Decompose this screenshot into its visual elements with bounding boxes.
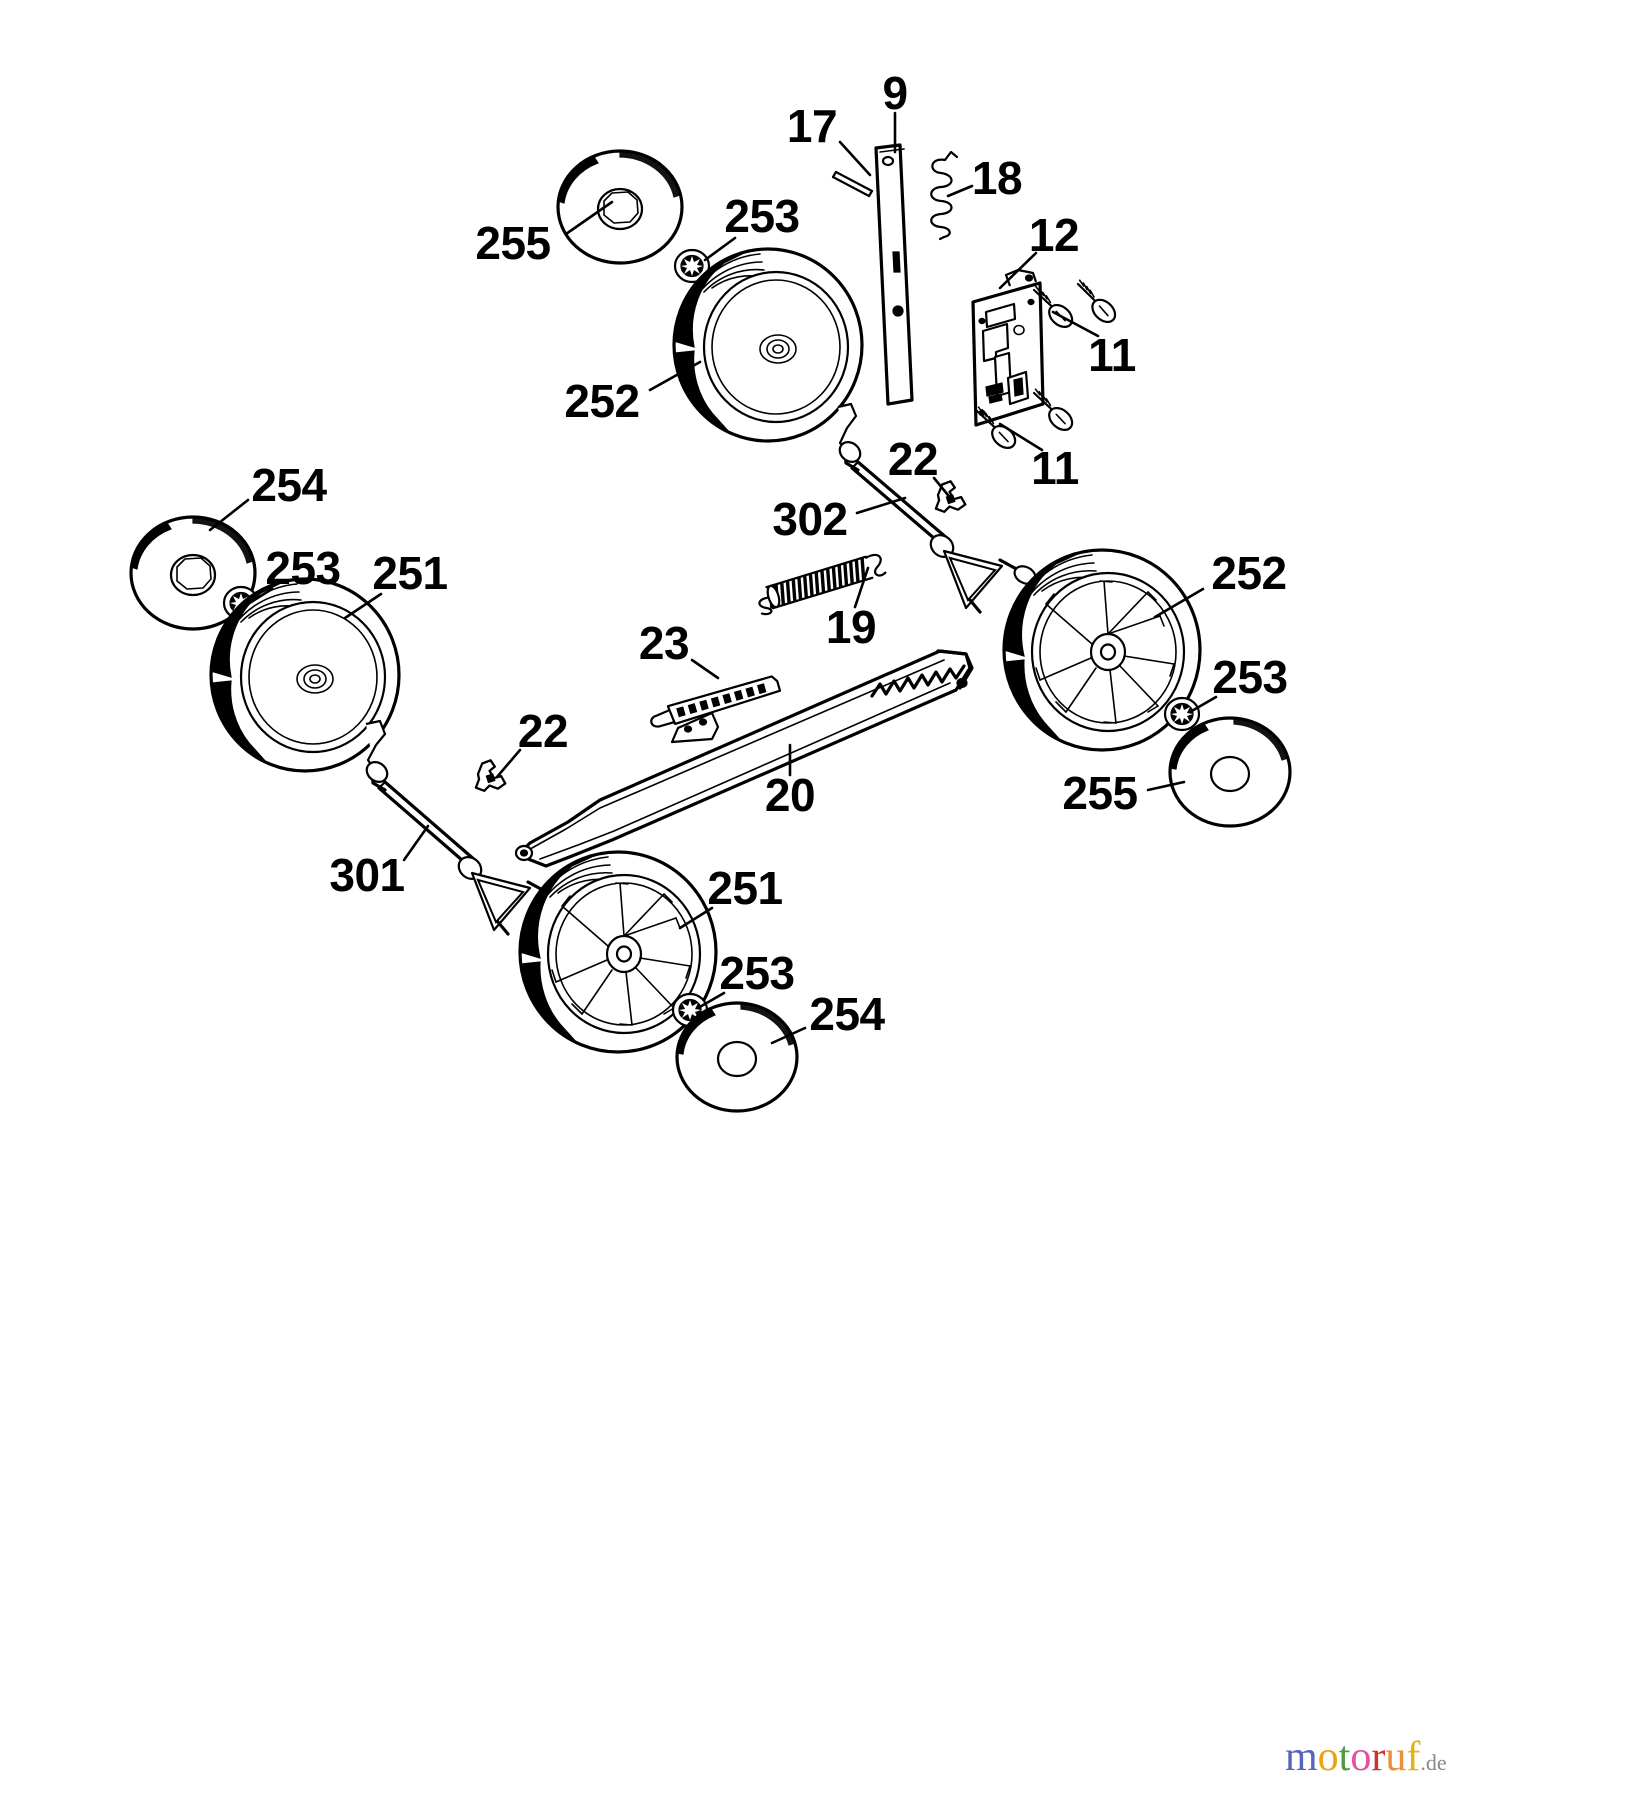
part-20-ratchet-lever [514,649,974,868]
part-301-front-axle-rod [365,719,565,936]
callout-254-top[interactable]: 254 [251,459,327,511]
part-11-screw-upper [1070,278,1125,330]
motoruf-watermark: motoruf.de [1285,1736,1447,1778]
part-17-roll-pin [831,170,874,198]
part-255-hub-cap-right [1168,716,1292,828]
callout-253-top[interactable]: 253 [724,190,800,242]
watermark-letter-f: f [1406,1734,1421,1780]
callout-301[interactable]: 301 [329,849,405,901]
callout-leader-lines [208,111,1218,1045]
callout-23[interactable]: 23 [638,617,690,669]
callout-22-low[interactable]: 22 [517,705,569,757]
callout-18[interactable]: 18 [971,152,1023,204]
part-12-bracket-plate [971,268,1045,427]
callout-11-top[interactable]: 11 [1088,329,1136,381]
callout-302[interactable]: 302 [772,493,848,545]
part-19-extension-spring [758,553,887,616]
callout-255-right[interactable]: 255 [1062,767,1138,819]
callout-255-top[interactable]: 255 [475,217,551,269]
part-254-hub-cap-bottom [675,1001,799,1113]
callout-9[interactable]: 9 [882,67,908,119]
part-302-rear-axle-rod [837,402,1037,614]
callout-20[interactable]: 20 [764,769,816,821]
part-23-notched-link-bar [650,675,782,728]
part-252-wheel-top [672,247,864,443]
watermark-letter-o2: o [1350,1734,1372,1780]
watermark-letter-m: m [1285,1734,1318,1780]
callout-11-bottom[interactable]: 11 [1031,442,1079,494]
callout-251-bottom[interactable]: 251 [707,862,783,914]
watermark-letter-r: r [1371,1734,1386,1780]
part-253-nut-right [1163,696,1201,732]
callout-17[interactable]: 17 [786,100,838,152]
part-9-lever-bar [874,143,914,406]
callout-253-mid[interactable]: 253 [265,542,341,594]
part-18-torsion-spring [930,150,959,241]
callout-254-bottom[interactable]: 254 [809,988,885,1040]
callout-252-right[interactable]: 252 [1211,547,1287,599]
part-22-clip-lower [474,759,507,792]
callout-253-right[interactable]: 253 [1212,651,1288,703]
callout-251-mid[interactable]: 251 [372,547,448,599]
callout-253-bottom[interactable]: 253 [719,947,795,999]
watermark-letter-u: u [1385,1734,1407,1780]
callout-12[interactable]: 12 [1028,209,1080,261]
callout-252-top[interactable]: 252 [564,375,640,427]
watermark-letter-t: t [1338,1734,1351,1780]
part-255-hub-cap-top [556,149,684,265]
watermark-tld: .de [1420,1750,1447,1775]
callout-22-mid[interactable]: 22 [887,433,939,485]
watermark-letter-o1: o [1317,1734,1339,1780]
part-11-screw-mid [1027,387,1082,437]
callout-19[interactable]: 19 [825,601,877,653]
